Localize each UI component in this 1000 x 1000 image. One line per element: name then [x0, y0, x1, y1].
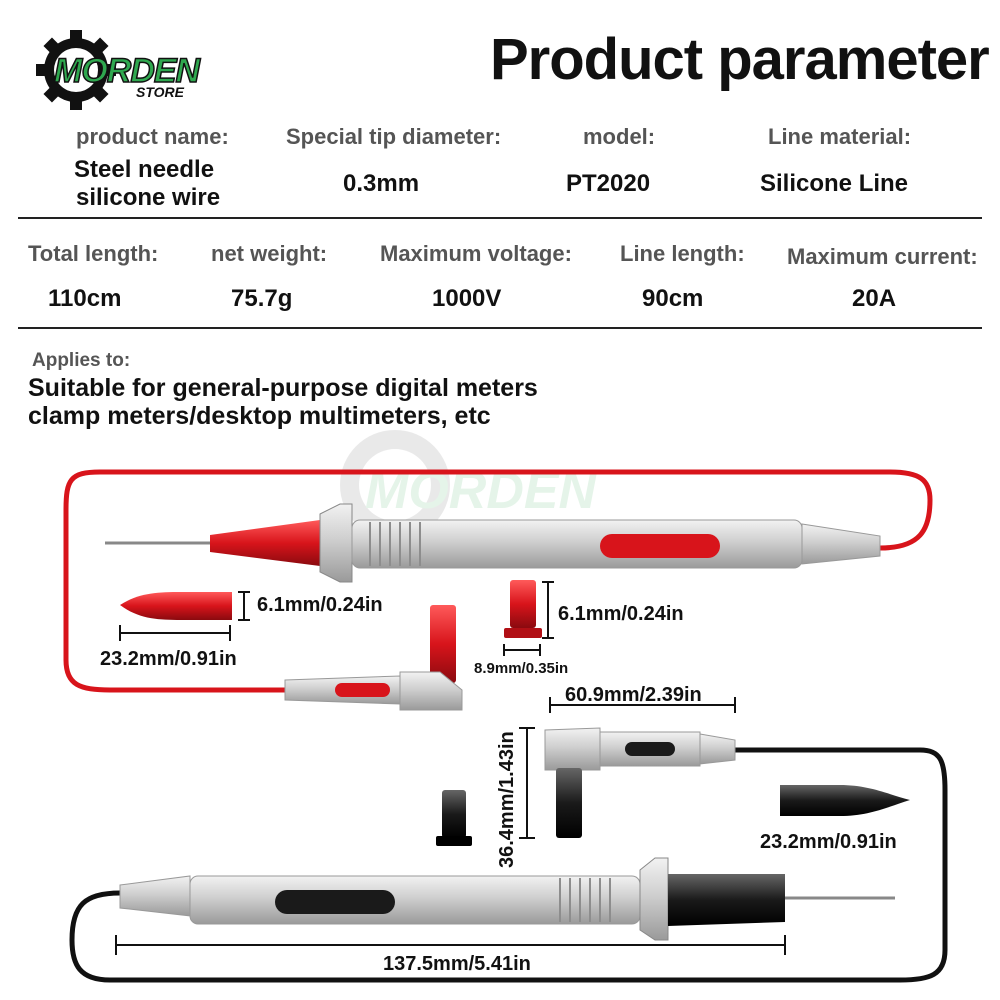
watermark-logo: MORDEN [340, 430, 598, 540]
page-title: Product parameter [490, 27, 990, 92]
dim-angled-height: 36.4mm/1.43in [496, 731, 518, 868]
divider [18, 217, 982, 219]
black-cable [69, 747, 948, 983]
param-value-line-length: 90cm [642, 285, 704, 312]
black-probe [119, 857, 895, 941]
red-angled-probe [284, 605, 463, 711]
dim-red-cap-height: 6.1mm/0.24in [257, 594, 383, 616]
param-label-total-length: Total length: [28, 241, 159, 266]
param-label-max-voltage: Maximum voltage: [380, 241, 572, 266]
param-value-line-material: Silicone Line [760, 170, 909, 197]
param-value-net-weight: 75.7g [231, 285, 293, 312]
param-value-max-current: 20A [852, 285, 897, 312]
param-label-net-weight: net weight: [211, 241, 328, 266]
brand-logo: MORDEN STORE [36, 30, 216, 110]
applies-text: Suitable for general-purpose digital met… [28, 374, 628, 430]
brand-sub: STORE [136, 84, 184, 100]
dim-angled-length: 60.9mm/2.39in [565, 684, 702, 706]
brand-name: MORDEN [53, 51, 201, 91]
dim-red-sleeve-height: 6.1mm/0.24in [558, 603, 684, 625]
param-value-model: PT2020 [566, 170, 651, 197]
applies-line-1: Suitable for general-purpose digital met… [28, 374, 538, 402]
red-cable [63, 469, 933, 693]
divider [18, 327, 982, 329]
red-probe [105, 503, 881, 583]
applies-line-2: clamp meters/desktop multimeters, etc [28, 402, 491, 430]
param-value-product-name-1: Steel needle [74, 156, 215, 183]
param-value-total-length: 110cm [48, 285, 122, 312]
dim-probe-length: 137.5mm/5.41in [383, 953, 531, 975]
red-cap [120, 592, 232, 620]
dim-red-cap-length: 23.2mm/0.91in [100, 648, 237, 670]
red-sleeve [504, 580, 542, 638]
param-label-line-material: Line material: [768, 124, 912, 149]
dim-red-sleeve-width: 8.9mm/0.35in [474, 660, 569, 677]
param-label-tip-diameter: Special tip diameter: [286, 124, 502, 149]
param-label-model: model: [583, 124, 656, 149]
gear-icon [36, 30, 116, 110]
param-label-line-length: Line length: [620, 241, 745, 266]
param-value-tip-diameter: 0.3mm [343, 170, 420, 197]
param-value-product-name-2: silicone wire [76, 184, 221, 211]
applies-label: Applies to: [32, 350, 131, 371]
param-label-product-name: product name: [76, 124, 229, 149]
black-sleeve [436, 790, 472, 846]
dim-black-cap-length: 23.2mm/0.91in [760, 831, 897, 853]
param-value-max-voltage: 1000V [432, 285, 502, 312]
black-cap [780, 785, 910, 816]
black-angled-probe [544, 727, 736, 838]
param-label-max-current: Maximum current: [787, 244, 978, 269]
